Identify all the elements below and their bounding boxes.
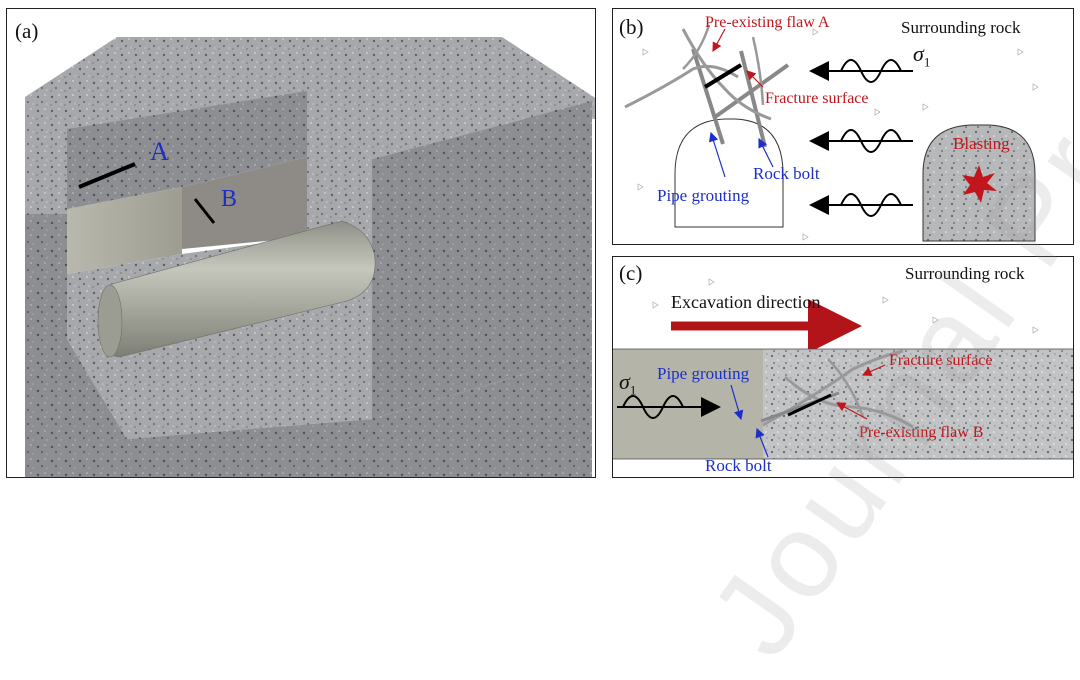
panel-c-drawing bbox=[613, 278, 1073, 460]
tunnel-back-wall bbox=[182, 157, 307, 249]
panel-a-drawing bbox=[25, 37, 595, 477]
front-bottom-face bbox=[127, 354, 592, 477]
pre-existing-flaw-b-label: Pre-existing flaw B bbox=[859, 424, 984, 441]
rock-bolt-arrow bbox=[758, 137, 774, 168]
left-wall-face bbox=[67, 91, 307, 209]
flaw-a-arrow bbox=[712, 28, 726, 53]
tunnel-outline bbox=[674, 118, 784, 228]
sigma-label-c: σ1 bbox=[619, 369, 637, 398]
blasting-label: Blasting bbox=[953, 134, 1010, 153]
rock-bolt-label-b: Rock bolt bbox=[753, 164, 820, 183]
sigma-symbol: σ bbox=[913, 41, 924, 66]
excavated-section bbox=[613, 349, 763, 459]
right-front-face bbox=[372, 101, 592, 419]
fracture-surface-c2 bbox=[783, 375, 914, 429]
right-top-slab bbox=[307, 37, 592, 159]
pre-existing-flaw-a-label: Pre-existing flaw A bbox=[705, 14, 830, 31]
fracture-surface-3 bbox=[751, 36, 765, 106]
stress-wave-c bbox=[617, 395, 721, 419]
front-lower-face bbox=[25, 214, 127, 477]
fracture-surface-1 bbox=[624, 64, 739, 109]
fracture-surface-2 bbox=[681, 28, 772, 121]
rock-bolt-label-c: Rock bolt bbox=[705, 456, 772, 475]
sigma-subscript: 1 bbox=[923, 54, 931, 70]
sigma-symbol-c: σ bbox=[619, 369, 630, 394]
fracture-surface-label-c: Fracture surface bbox=[889, 352, 993, 369]
pipe-grouting-label-c: Pipe grouting bbox=[657, 364, 750, 383]
fracture-arrow-c bbox=[861, 364, 886, 376]
pipe-end-cap bbox=[97, 284, 123, 358]
panel-c-label: (c) bbox=[619, 261, 643, 285]
flaw-b-label: B bbox=[221, 186, 238, 212]
flaw-a-label: A bbox=[150, 137, 169, 166]
surrounding-rock-label-b: Surrounding rock bbox=[901, 18, 1021, 37]
fracture-surface-c3 bbox=[827, 358, 865, 418]
flaw-a-line bbox=[78, 162, 136, 189]
excavation-direction-label: Excavation direction bbox=[671, 292, 821, 312]
panel-b-label: (b) bbox=[619, 15, 644, 39]
sigma-subscript-c: 1 bbox=[629, 382, 637, 398]
panel-a-label: (a) bbox=[15, 19, 39, 43]
pre-existing-flaw-a-line bbox=[703, 63, 743, 89]
pipe-grouting-label-b: Pipe grouting bbox=[657, 186, 750, 205]
panel-b: (b) Pre-existing flaw A Surrounding rock… bbox=[612, 8, 1074, 245]
pre-existing-flaw-b-line bbox=[787, 393, 832, 417]
stress-wave-3 bbox=[809, 193, 913, 217]
surrounding-rock-label-c: Surrounding rock bbox=[905, 264, 1025, 283]
stress-wave-2 bbox=[809, 129, 913, 153]
fracture-surface-label-b: Fracture surface bbox=[765, 90, 869, 107]
fracture-surface-4 bbox=[682, 24, 711, 70]
panel-a: (a) A B bbox=[6, 8, 596, 478]
blasting-star bbox=[962, 165, 997, 203]
rock-bolt-1 bbox=[691, 48, 725, 145]
fracture-arrow bbox=[746, 70, 764, 88]
pipe-grouting-arrow-c bbox=[730, 384, 744, 421]
flaw-b-arrow bbox=[835, 402, 868, 420]
flaw-b-line bbox=[193, 198, 216, 224]
pipe-grouting-arrow bbox=[708, 131, 726, 178]
rock-bolt-arrow-c bbox=[755, 427, 769, 458]
stress-wave-1 bbox=[809, 59, 913, 83]
rock-bolt-2 bbox=[739, 50, 767, 148]
tunnel-left-wall bbox=[67, 187, 182, 274]
rock-bolt-3 bbox=[713, 63, 790, 119]
sigma-label-b: σ1 bbox=[913, 41, 931, 70]
panel-c: (c) Surrounding rock Excavation directio… bbox=[612, 256, 1074, 478]
panel-b-drawing bbox=[624, 24, 1039, 242]
